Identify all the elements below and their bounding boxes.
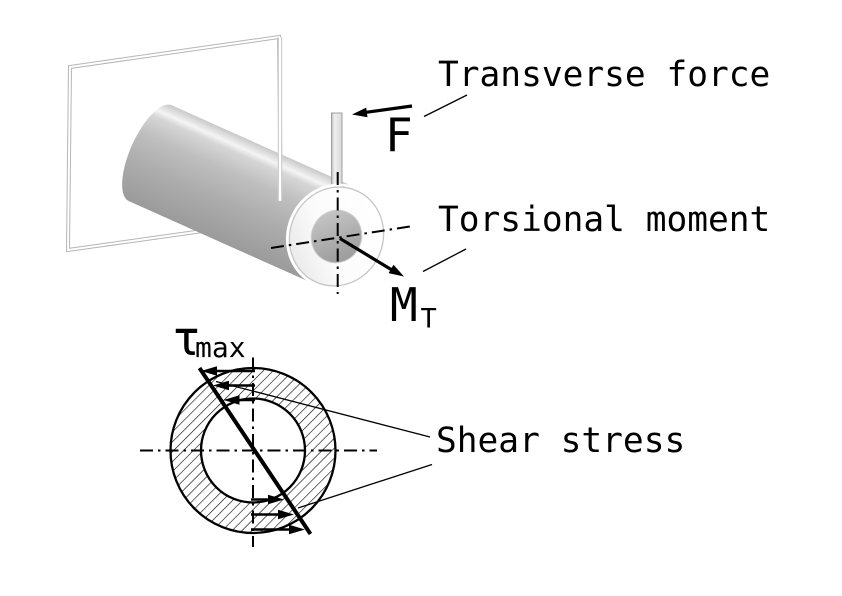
hatched-annulus [170, 368, 336, 533]
shear-arrow-head [223, 395, 240, 405]
stress-distribution-line [197, 366, 313, 536]
torsional-moment-leader-line [422, 248, 467, 273]
shear-stress-arrows-lower [251, 494, 305, 535]
tau-max-subscript: max [195, 331, 246, 364]
force-arrow-head [352, 107, 368, 118]
cross-section-diagram: τ max Shear stress [140, 311, 685, 547]
shear-arrow-head [278, 509, 294, 520]
force-arrow-shaft [365, 104, 413, 114]
shear-stress-arrows-upper [201, 366, 255, 405]
shear-arrow-head [289, 524, 305, 535]
shaft-3d-diagram: Transverse force F Torsional moment M T [65, 34, 770, 335]
shear-arrow-head [201, 366, 217, 376]
shear-stress-leader-lower [297, 463, 433, 509]
force-arrow [352, 104, 413, 118]
transverse-force-leader-line [423, 94, 468, 118]
shear-stress-label: Shear stress [436, 421, 685, 461]
force-symbol-label: F [385, 108, 413, 162]
end-face-bore [310, 209, 363, 264]
shear-stress-leader-upper [215, 380, 431, 438]
moment-arrow [339, 237, 404, 277]
shear-arrow-head [268, 494, 284, 505]
transverse-force-label: Transverse force [438, 55, 770, 95]
tau-max-symbol: τ [172, 311, 201, 367]
shaft-end-face [285, 183, 388, 290]
moment-arrow-shaft [339, 237, 393, 272]
wall-edge-strip [277, 37, 283, 201]
moment-subscript-label: T [421, 304, 437, 335]
centerline-axis-face [270, 225, 411, 249]
shear-arrow-head [213, 380, 229, 391]
torsional-moment-label: Torsional moment [438, 200, 770, 240]
moment-arrow-head [388, 264, 404, 277]
moment-symbol-label: M [390, 278, 418, 332]
